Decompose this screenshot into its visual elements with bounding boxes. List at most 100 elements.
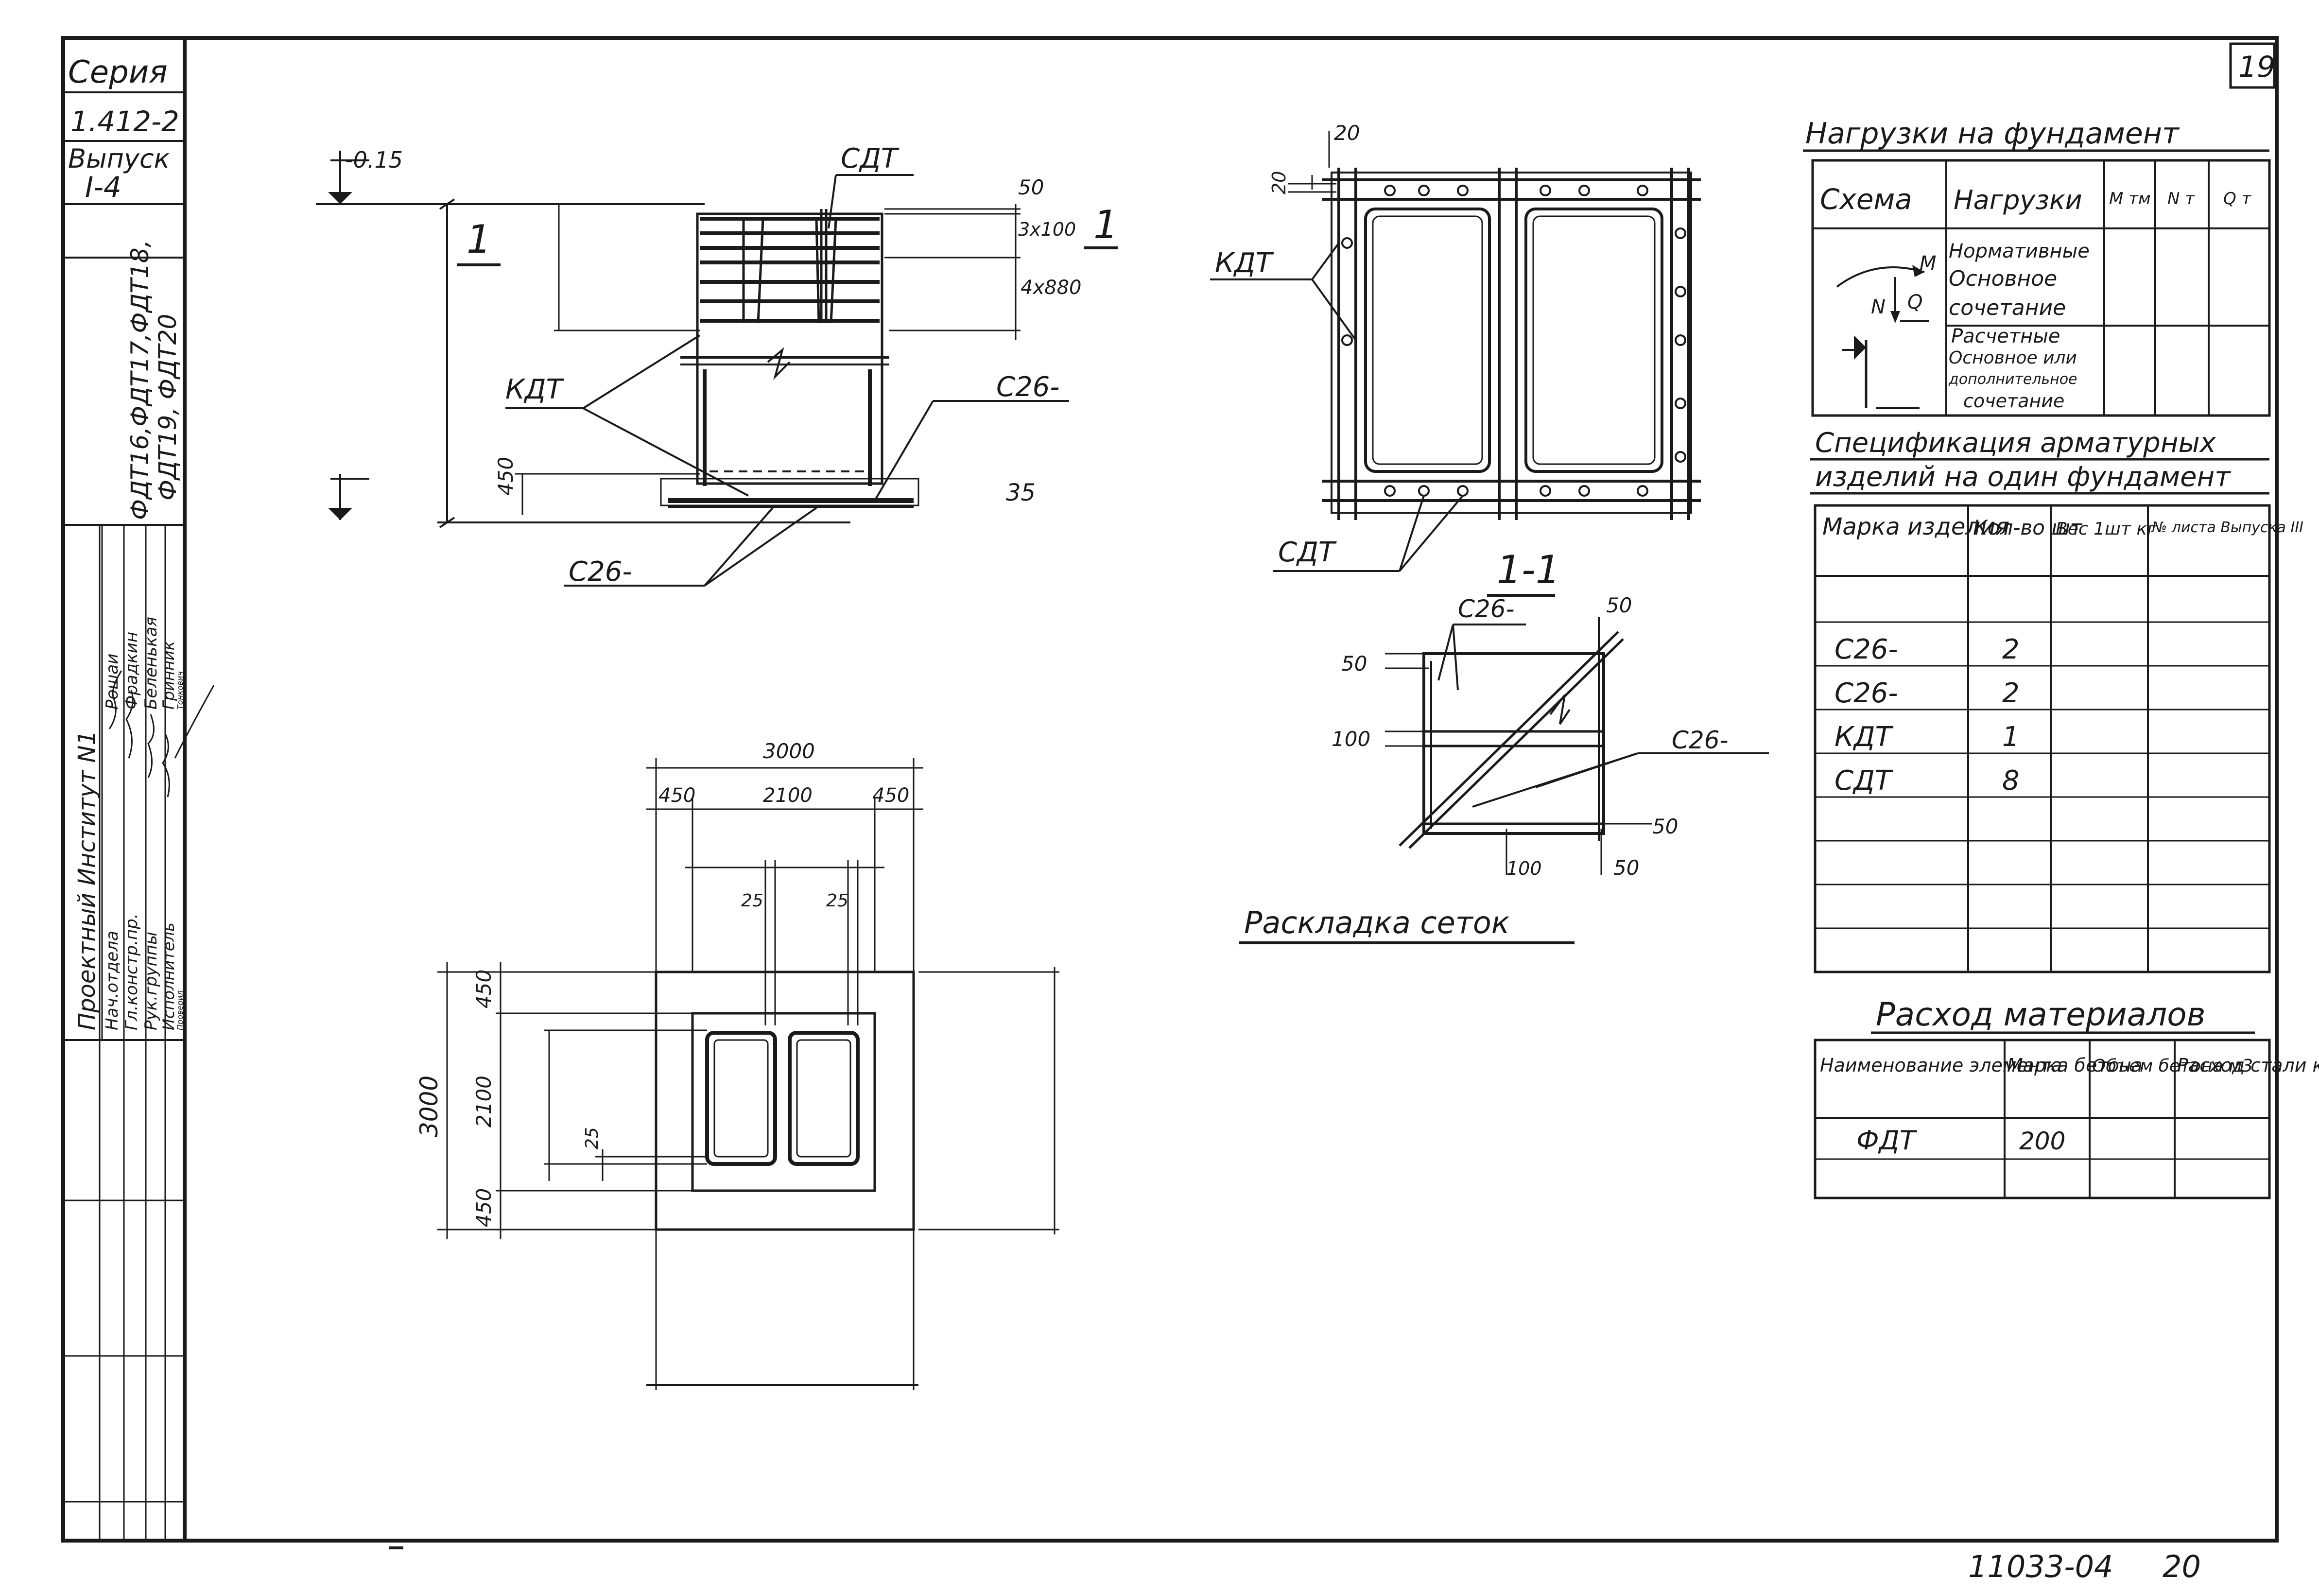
dim-50-section-left: 50 — [1341, 652, 1367, 676]
dim-2100-left: 2100 — [472, 1076, 496, 1128]
label-c26-section-top: С26- — [1458, 595, 1515, 623]
loads-norm-2: Основное — [1949, 266, 2057, 291]
dim-20-left: 20 — [1268, 171, 1290, 194]
issue-number: I-4 — [85, 171, 121, 204]
loads-calc-4: сочетание — [1963, 390, 2064, 412]
loads-title: Нагрузки на фундамент — [1805, 117, 2180, 151]
label-c26-right: С26- — [996, 371, 1060, 403]
label-c26-section-right: С26- — [1672, 726, 1729, 754]
loads-norm-1: Нормативные — [1949, 240, 2090, 262]
label-kdt: КДТ — [505, 374, 565, 405]
dim-20-top: 20 — [1334, 121, 1360, 145]
dim-100-section-bottom: 100 — [1506, 858, 1542, 879]
dim-450-top-right: 450 — [872, 784, 909, 807]
materials-header-grade: Марка бетона — [2007, 1055, 2143, 1076]
spec-qty: 2 — [2002, 677, 2020, 709]
spec-row: СДТ 8 — [1834, 765, 2020, 797]
label-sdt-plan: СДТ — [1278, 537, 1337, 568]
diagram-n: N — [1871, 296, 1886, 318]
spec-qty: 8 — [2002, 765, 2020, 797]
level-marker-top — [328, 192, 352, 204]
marks-line1: ФДТ16,ФДТ17,ФДТ18, — [126, 240, 154, 520]
series-label: Серия — [68, 54, 168, 90]
label-kdt-plan: КДТ — [1215, 247, 1274, 279]
name-1: Рошаи — [103, 654, 122, 710]
loads-header-scheme: Схема — [1820, 183, 1912, 216]
spec-qty: 1 — [2002, 721, 2020, 753]
anchor-circles — [1341, 185, 1686, 497]
spec-mark: КДТ — [1834, 721, 1894, 753]
elevation-view: -0.15 1 — [316, 143, 1118, 588]
loads-header-loads: Нагрузки — [1954, 185, 2082, 215]
spec-table: Спецификация арматурных изделий на один … — [1810, 427, 2303, 973]
dim-3x100: 3x100 — [1018, 219, 1076, 240]
label-c26-bottom: С26- — [569, 556, 632, 588]
spec-header-qty: Кол-во шт — [1973, 516, 2083, 539]
socket-left — [705, 1031, 777, 1166]
plan-rebar-view: 20 20 КДТ СДТ — [1210, 121, 1701, 572]
foundation-plan: 3000 450 2100 450 25 25 3000 450 2100 45… — [415, 739, 1059, 1390]
loads-header-m: M тм — [2109, 189, 2151, 208]
dim-3000-top: 3000 — [763, 739, 815, 763]
dim-450-top-left: 450 — [658, 784, 695, 807]
diagram-m: M — [1920, 252, 1937, 275]
dim-450-left-bottom: 450 — [472, 1188, 496, 1227]
materials-header-volume: Объем бетона м3 — [2092, 1056, 2253, 1076]
stamp-names: Рошаи Фрадкин Беленькая Гринник Тонкович — [103, 617, 185, 710]
mesh-section-outline — [1422, 652, 1605, 835]
name-4: Гринник — [159, 641, 178, 710]
spec-row: С26- 2 — [1834, 634, 2020, 665]
spec-mark: С26- — [1834, 634, 1898, 665]
window-right — [1524, 208, 1663, 473]
loads-calc-3: дополнительное — [1948, 371, 2077, 388]
sheet-number: 19 — [2238, 50, 2275, 84]
section-mark: 1 — [467, 217, 491, 262]
institute-name: Проектный Институт N1 — [73, 730, 101, 1030]
spec-row: КДТ 1 — [1834, 721, 2020, 753]
stamp-roles: Нач.отдела Гл.констр.пр. Рук.группы Испо… — [103, 913, 185, 1030]
spec-qty: 2 — [2002, 634, 2020, 665]
dim-25-left: 25 — [741, 891, 763, 911]
loads-calc-1: Расчетные — [1951, 325, 2060, 347]
section-mark-right: 1 — [1093, 202, 1118, 247]
materials-header-name: Наименование элемента — [1820, 1055, 2062, 1076]
dim-50-section-bottom: 50 — [1613, 856, 1639, 880]
spec-title-1: Спецификация арматурных — [1815, 427, 2216, 459]
socket-right — [788, 1031, 860, 1166]
dim-50-section-top: 50 — [1606, 593, 1632, 617]
cage-outline — [696, 212, 883, 485]
loads-header-q: Q т — [2223, 189, 2252, 208]
name-2: Фрадкин — [122, 632, 141, 710]
dim-2100-top: 2100 — [763, 784, 813, 807]
role-5: Проверил — [175, 990, 185, 1030]
marks-line2: ФДТ19, ФДТ20 — [154, 314, 182, 501]
materials-title: Расход материалов — [1876, 996, 2206, 1033]
mesh-layout-caption: Раскладка сеток — [1244, 905, 1510, 940]
section-title: 1-1 — [1497, 547, 1560, 592]
name-5: Тонкович — [175, 671, 185, 710]
spec-header-mark: Марка изделия — [1822, 513, 2009, 540]
dim-3000-left: 3000 — [415, 1076, 443, 1137]
column-socket — [691, 1012, 876, 1192]
sheet-frame — [61, 36, 2279, 1543]
spec-header-weight: Вес 1шт кг — [2056, 519, 2157, 539]
dim-50-top: 50 — [1018, 175, 1044, 199]
name-3: Беленькая — [141, 617, 161, 710]
spec-mark: СДТ — [1834, 765, 1893, 797]
label-sdt: СДТ — [841, 143, 900, 174]
loads-table: Нагрузки на фундамент Схема Нагрузки M т… — [1803, 117, 2271, 417]
mesh-bars — [700, 217, 880, 323]
section-1-1: 1-1 С26- 50 50 100 С26- 50 100 50 Раскла… — [1239, 547, 1769, 944]
materials-row: ФДТ 200 — [1856, 1125, 2065, 1156]
materials-grade: 200 — [2019, 1127, 2065, 1155]
dim-450: 450 — [494, 457, 518, 496]
title-stamp: Серия 1.412-2 Выпуск I-4 ФДТ16,ФДТ17,ФДТ… — [63, 54, 215, 1541]
window-left — [1364, 208, 1491, 473]
role-4: Исполнитель — [159, 922, 178, 1030]
spec-row: С26- 2 — [1834, 677, 2020, 709]
dim-25-left-plan: 25 — [582, 1127, 602, 1149]
sheet-number-box — [2229, 42, 2276, 89]
materials-table: Расход материалов Наименование элемента … — [1814, 996, 2319, 1199]
role-1: Нач.отдела — [103, 931, 122, 1030]
